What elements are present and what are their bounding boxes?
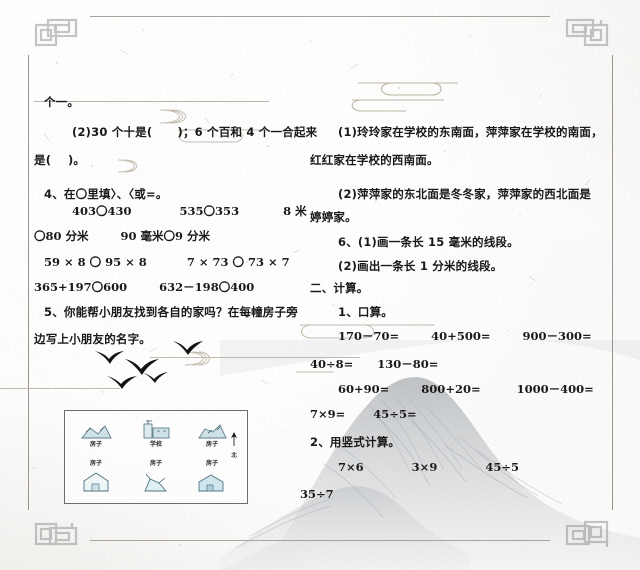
text-line: 365+197〇600 632－198〇400 <box>34 280 255 294</box>
compass-label: 北 <box>231 453 237 459</box>
text-line: (2)30 个十是( )；6 个百和 4 个一合起来 <box>72 125 318 139</box>
house-icon <box>183 416 241 440</box>
text-line: (1)玲玲家在学校的东南面，萍萍家在学校的南面， <box>338 125 603 139</box>
map-cell-label: 房子 <box>89 460 102 467</box>
text-line: 4、在〇里填〉、〈或=。 <box>44 187 168 201</box>
text-line: 6、(1)画一条长 15 毫米的线段。 <box>338 235 519 249</box>
map-cell: 学校 <box>127 416 185 449</box>
house-icon <box>67 468 125 492</box>
flying-birds-ornament <box>95 341 203 389</box>
text-line: 1、口算。 <box>338 305 394 319</box>
map-cell-label: 房子 <box>149 460 162 467</box>
text-line: 35÷7 <box>300 487 334 501</box>
text-line: 403〇430 535〇353 8 米 <box>72 204 307 218</box>
text-line: (2)画出一条长 1 分米的线段。 <box>338 259 503 273</box>
text-line: 60+90= 800+20= 1000－400= <box>338 382 594 396</box>
text-line: 2、用竖式计算。 <box>310 435 401 449</box>
map-cell-label: 房子 <box>205 441 218 448</box>
hairline-rule-middle <box>150 357 360 358</box>
corner-seal-icon-top-right <box>565 18 609 47</box>
house-icon <box>67 416 125 440</box>
map-cell: 房子 <box>183 416 241 449</box>
top-rule <box>90 16 550 17</box>
map-cell-label: 学校 <box>149 441 162 448</box>
text-line: 〇80 分米 90 毫米〇9 分米 <box>34 229 211 243</box>
right-margin-rule <box>612 55 613 510</box>
ink-wash-mountain-artwork <box>220 340 640 570</box>
text-line: 7×6 3×9 45÷5 <box>338 460 520 474</box>
map-cell: 房子 <box>183 459 241 492</box>
corner-seal-icon-top-left <box>34 18 78 47</box>
text-line: 边写上小朋友的名字。 <box>34 332 151 346</box>
left-margin-rule <box>28 55 29 510</box>
map-cell: 房子 <box>67 459 125 492</box>
text-line: 个一。 <box>44 95 80 109</box>
map-cell-label: 房子 <box>205 460 218 467</box>
house-icon <box>127 468 185 492</box>
corner-seal-icon-bottom-right <box>565 520 609 547</box>
text-line: 是( )。 <box>34 153 86 167</box>
text-line: 婷婷家。 <box>310 210 357 224</box>
hairline-rule-lower-left <box>0 388 120 389</box>
map-cell-label: 房子 <box>89 441 102 448</box>
text-line: (2)萍萍家的东北面是冬冬家，萍萍家的西北面是 <box>338 187 592 201</box>
corner-seal-icon-bottom-left <box>34 522 78 546</box>
text-line: 二、计算。 <box>310 281 369 295</box>
text-line: 59 × 8 〇 95 × 8 7 × 73 〇 73 × 7 <box>44 255 290 269</box>
text-line: 5、你能帮小朋友找到各自的家吗？在每幢房子旁 <box>44 305 298 319</box>
hairline-rule-upper-left <box>34 101 269 102</box>
text-line: 红红家在学校的西南面。 <box>310 153 439 167</box>
map-cell: 房子 <box>127 459 185 492</box>
bottom-rule <box>90 540 550 541</box>
text-line: 170－70= 40+500= 900－300= <box>338 329 592 343</box>
north-arrow-icon <box>231 432 237 446</box>
compass-indicator: 北 <box>228 431 240 459</box>
text-line: 40÷8= 130－80= <box>310 357 439 371</box>
map-cell: 房子 <box>67 416 125 449</box>
text-line: 7×9= 45÷5= <box>310 407 417 421</box>
school-icon <box>127 416 185 440</box>
direction-map-picture-box: 房子 学校 房子 房子 <box>64 410 248 504</box>
house-icon <box>183 468 241 492</box>
